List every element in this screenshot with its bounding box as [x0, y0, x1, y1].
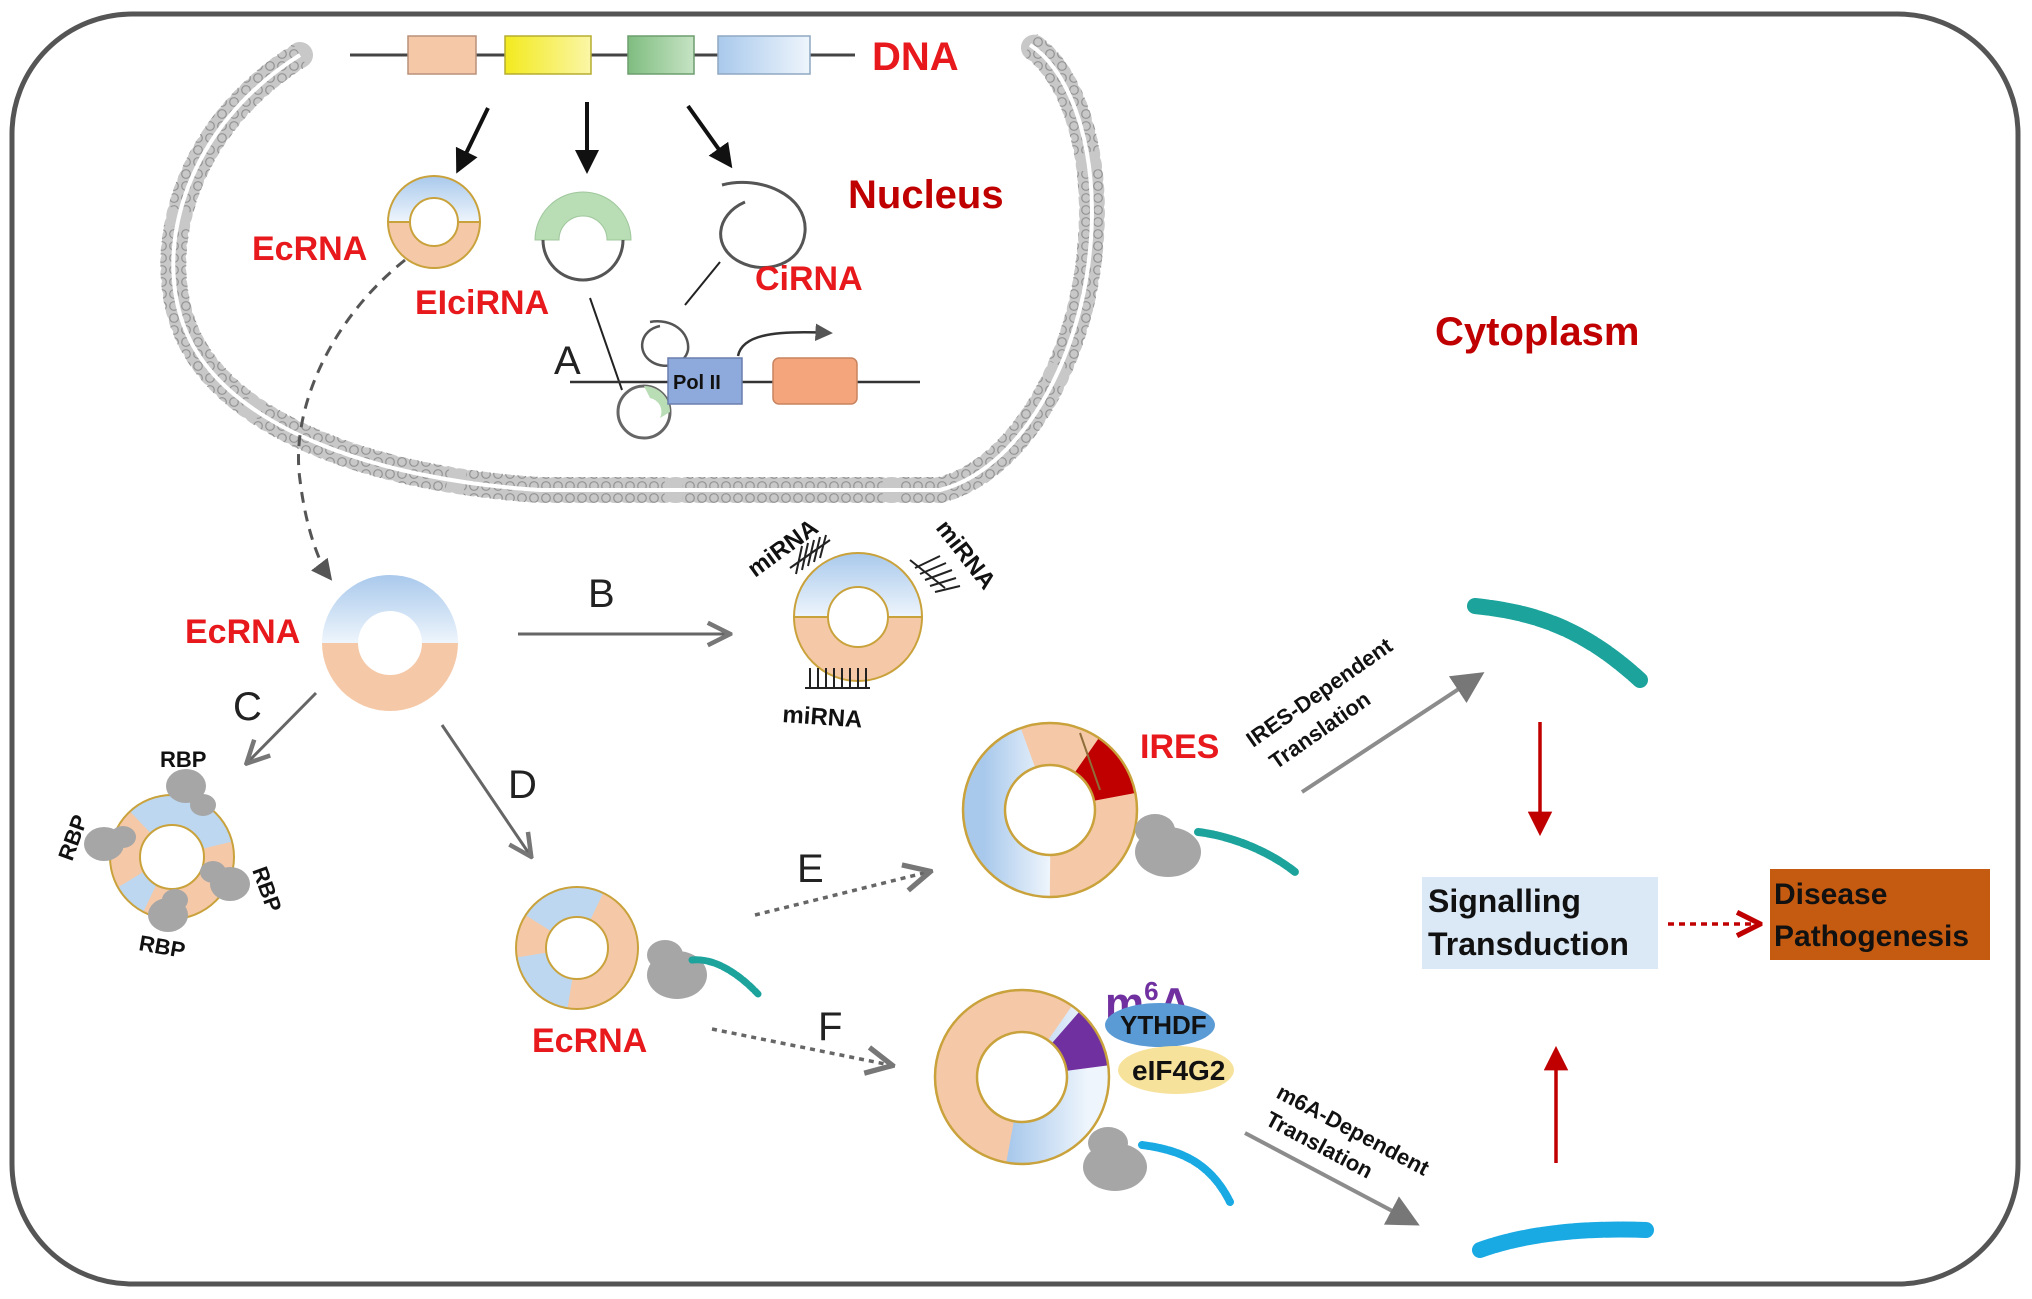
main-ecrna-label: EcRNA: [185, 613, 300, 651]
arrow-to-ecrna: [455, 107, 490, 174]
m6a-translation-arrow: [1244, 1131, 1420, 1226]
ires-label: IRES: [1140, 728, 1219, 766]
exon-yellow: [504, 35, 592, 75]
elcirna-ring: [534, 191, 632, 282]
arrow-to-cirna: [686, 104, 733, 169]
step-f-label: F: [818, 1005, 842, 1049]
translatable-ecrna-ring: [515, 886, 639, 1010]
mirna-bristles-top-right: [909, 555, 961, 593]
peptide-ires-nascent: [1194, 828, 1299, 876]
eif4g2-label: eIF4G2: [1132, 1055, 1225, 1086]
rbp-label-1: RBP: [160, 747, 206, 772]
m6a-superscript: 6: [1144, 976, 1158, 1006]
nucleus-label: Nucleus: [848, 173, 1004, 217]
step-a-label: A: [554, 339, 581, 383]
nuclear-membrane: [160, 32, 1105, 503]
arrow-d: [440, 724, 530, 855]
ires-translation-arrow: [1300, 672, 1485, 794]
eif4g2-protein: [1118, 1046, 1234, 1094]
arrow-f: [711, 1027, 890, 1065]
arrow-c: [248, 691, 318, 762]
step-c-label: C: [233, 685, 262, 729]
pol2-box: [667, 357, 743, 405]
m6a-ring: [933, 988, 1111, 1166]
translatable-ecrna-label: EcRNA: [532, 1022, 647, 1060]
ribosome-ires: [1135, 814, 1201, 877]
exon-orange: [407, 35, 477, 75]
ribosome-m6a: [1083, 1127, 1147, 1191]
nucleus-ecrna-ring: [386, 175, 482, 269]
ythdf-protein: [1105, 1003, 1215, 1047]
peptide-blue: [1472, 1221, 1654, 1258]
mirna-bristles-bottom: [805, 668, 870, 689]
pol2-label: Pol II: [673, 372, 721, 394]
mirna-sponge-ring: [792, 552, 924, 682]
dna-strand: [350, 35, 855, 75]
elcirna-tether: [589, 297, 623, 391]
cirna-label: CiRNA: [755, 260, 863, 298]
mirna-bristles-top-left: [789, 534, 831, 575]
step-b-label: B: [588, 572, 615, 616]
disease-line1: Disease: [1774, 878, 1887, 911]
signalling-line1: Signalling: [1428, 883, 1581, 919]
nucleus-ecrna-label: EcRNA: [252, 230, 367, 268]
step-e-label: E: [797, 847, 824, 891]
step-d-label: D: [508, 763, 537, 807]
peptide-small: [688, 956, 762, 998]
elcirna-label: EIciRNA: [415, 284, 549, 322]
ires-ring: [961, 721, 1139, 899]
export-dashed-arrow: [297, 258, 406, 581]
ythdf-label: YTHDF: [1120, 1010, 1207, 1040]
exon-green: [627, 35, 695, 75]
exon-blue: [717, 35, 811, 75]
cirna-loop: [719, 180, 807, 269]
disease-line2: Pathogenesis: [1774, 920, 1969, 953]
mirna-label-3: miRNA: [782, 701, 864, 734]
peptide-m6a-nascent: [1138, 1141, 1234, 1206]
cytoplasm-label: Cytoplasm: [1435, 310, 1640, 354]
target-gene-box: [772, 357, 858, 405]
cirna-tether: [684, 261, 721, 306]
disease-box: [1770, 869, 1990, 960]
small-elcirna-ring: [616, 384, 672, 440]
signalling-line2: Transduction: [1428, 926, 1629, 962]
transcription-arrow: [736, 323, 833, 357]
main-ecrna-ring: [322, 575, 458, 711]
dna-label: DNA: [872, 35, 959, 79]
signalling-box: [1422, 877, 1658, 969]
rbp-proteins: [84, 769, 250, 932]
peptide-teal: [1467, 598, 1648, 688]
